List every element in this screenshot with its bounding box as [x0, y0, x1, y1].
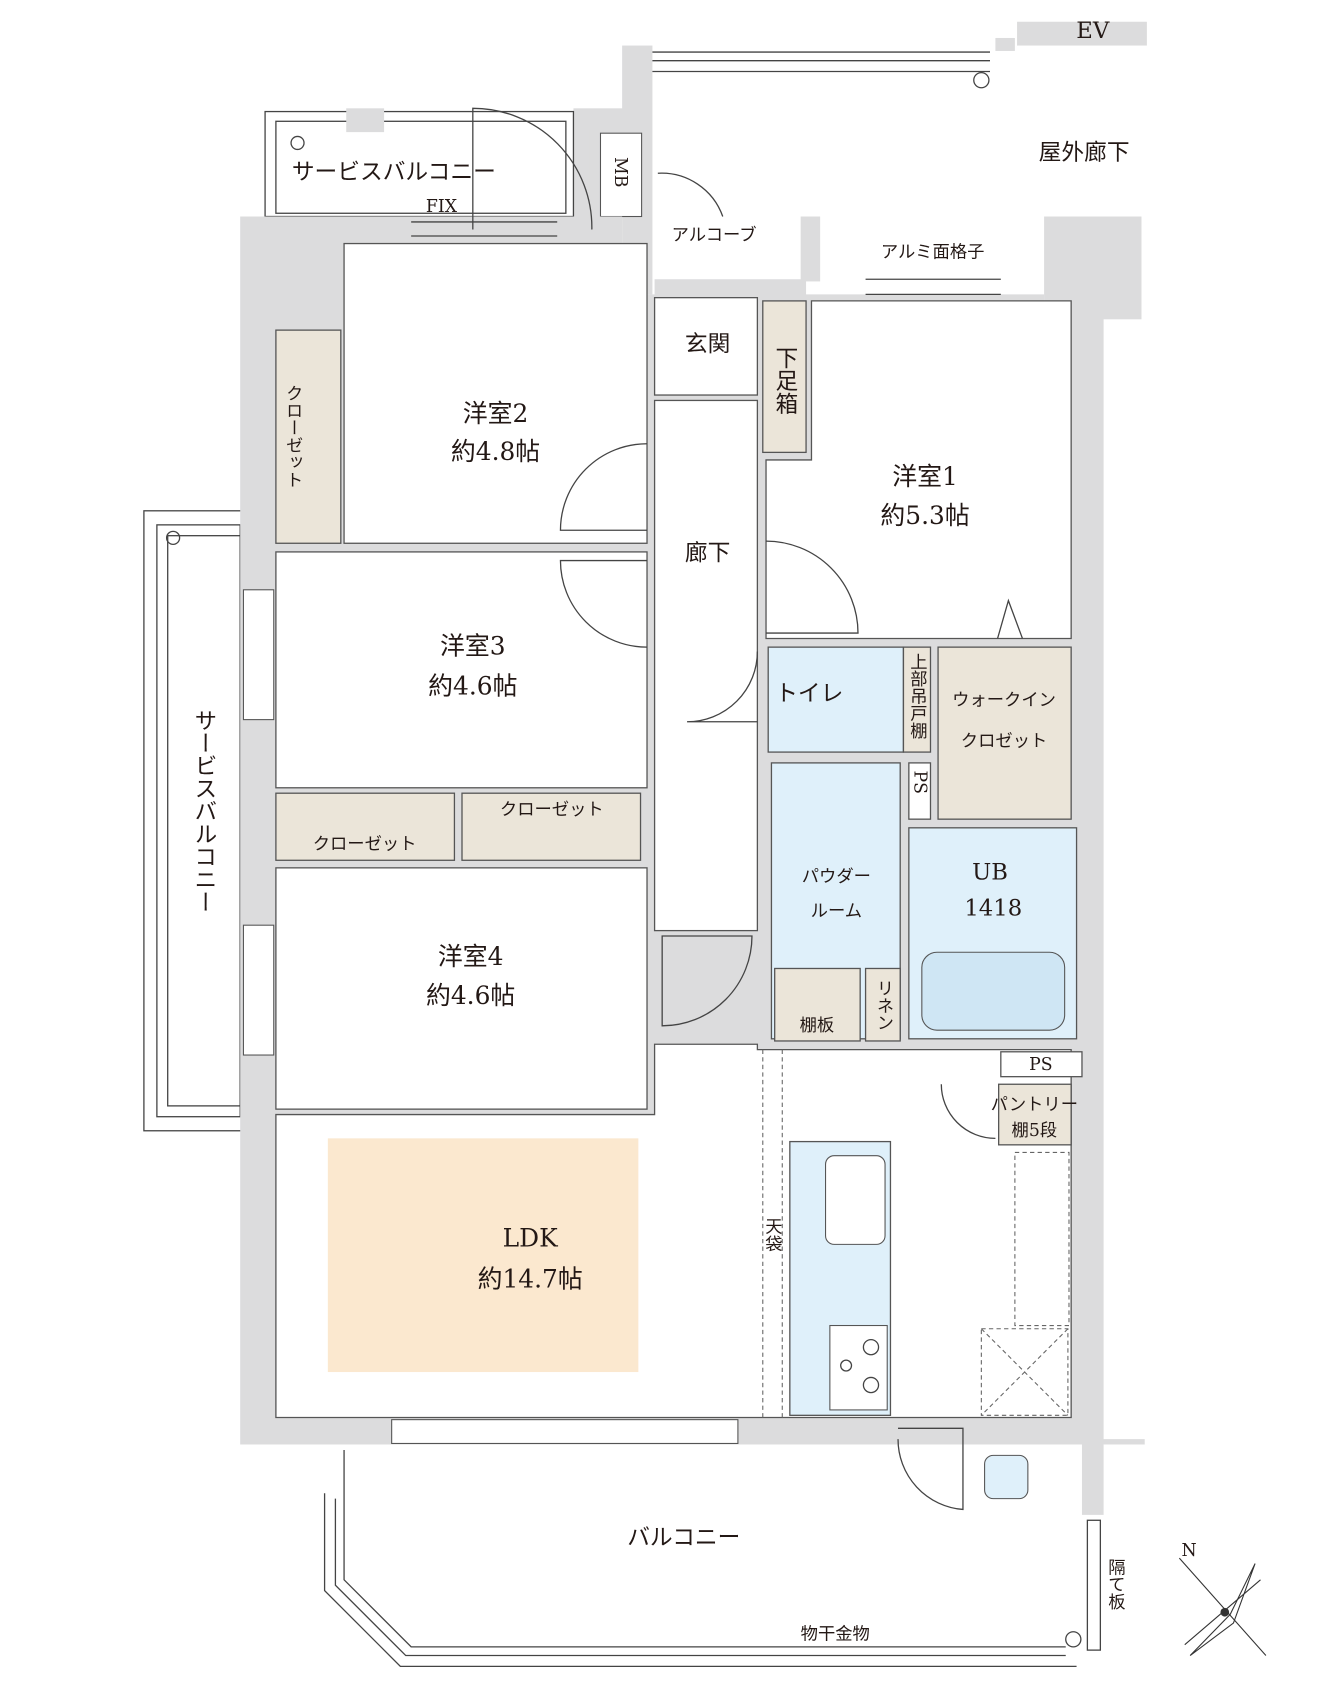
- ps-shaft-1: [908, 762, 932, 820]
- fix-window-label: FIX: [426, 197, 458, 217]
- room-1-name: 洋室1: [892, 462, 958, 491]
- stove-icon: [829, 1324, 888, 1411]
- storage-box-icon: [980, 1328, 1069, 1416]
- compass-icon: [1178, 1557, 1267, 1656]
- closet-room-4[interactable]: [461, 792, 642, 861]
- room-2[interactable]: [343, 242, 648, 544]
- ps-2-label: PS: [1029, 1055, 1052, 1075]
- upper-cabinet[interactable]: [902, 646, 932, 753]
- linen-label: リネン: [873, 979, 893, 1031]
- room-1-size: 約5.3帖: [880, 501, 969, 530]
- drying-rack-label: 物干金物: [801, 1624, 870, 1644]
- windows: [242, 221, 1001, 1445]
- room-4-size: 約4.6帖: [426, 981, 515, 1010]
- entrance[interactable]: [653, 297, 759, 396]
- mb-label: MB: [610, 157, 630, 187]
- toilet-label: トイレ: [775, 681, 843, 707]
- room-1[interactable]: [765, 300, 1072, 640]
- bathtub: [921, 951, 1066, 1031]
- room-2-name: 洋室2: [463, 399, 529, 428]
- closet-a-label: クローゼット: [500, 800, 604, 820]
- pantry-label-1: パントリー: [991, 1095, 1078, 1115]
- shelf-label: 棚板: [800, 1016, 835, 1036]
- compass-north-label: N: [1182, 1541, 1197, 1561]
- closet-room-2[interactable]: [275, 329, 342, 544]
- room-4[interactable]: [275, 867, 648, 1110]
- shelf: [774, 967, 861, 1042]
- closet-b-label: クローゼット: [313, 834, 417, 854]
- outdoor-corridor-label: 屋外廊下: [1039, 140, 1130, 166]
- balcony: [323, 1449, 1102, 1667]
- shoe-box-label: 下足箱: [771, 346, 797, 414]
- ps-shaft-2: [1000, 1051, 1083, 1078]
- ub-label: UB: [972, 860, 1008, 886]
- toilet[interactable]: [767, 646, 905, 753]
- room-4-name: 洋室4: [438, 942, 504, 971]
- ev-label: EV: [1076, 18, 1110, 44]
- room-3-name: 洋室3: [440, 632, 506, 661]
- lattice-label: アルミ面格子: [881, 243, 985, 263]
- ub-size-label: 1418: [964, 895, 1022, 921]
- ldk-size: 約14.7帖: [478, 1265, 583, 1294]
- ps-1-label: PS: [910, 770, 930, 793]
- service-balcony-top: [264, 108, 650, 218]
- ceiling-storage-label: 天袋: [761, 1217, 782, 1252]
- service-balcony-top-label: サービスバルコニー: [292, 160, 496, 186]
- door-swings: [472, 107, 1024, 1511]
- pantry-label-2: 棚5段: [1012, 1121, 1058, 1141]
- closet-room-2-label: クローゼット: [282, 384, 302, 488]
- ldk-name: LDK: [503, 1224, 558, 1253]
- shoe-box[interactable]: [762, 300, 807, 454]
- room-2-size: 約4.8帖: [451, 437, 540, 466]
- sink-icon: [825, 1155, 886, 1245]
- hallway[interactable]: [653, 399, 759, 932]
- balcony-label: バルコニー: [627, 1525, 740, 1551]
- walk-in-label-1: ウォークイン: [952, 691, 1056, 711]
- powder-label-1: パウダー: [802, 867, 871, 887]
- outdoor-corridor: [622, 21, 1147, 320]
- linen-closet[interactable]: [864, 967, 901, 1042]
- walk-in-closet[interactable]: [937, 646, 1072, 820]
- partition-label: 隔て板: [1104, 1558, 1125, 1610]
- pantry[interactable]: [998, 1083, 1072, 1146]
- upper-cabinet-label: 上部吊戸棚: [906, 653, 927, 740]
- walk-in-label-2: クロゼット: [961, 732, 1047, 752]
- service-balcony-left-label: サービスバルコニー: [190, 709, 216, 913]
- closet-room-3[interactable]: [275, 792, 456, 861]
- alcove-label: アルコーブ: [672, 224, 757, 245]
- hallway-label: 廊下: [685, 541, 730, 567]
- ldk-highlight: [327, 1138, 639, 1373]
- entrance-label: 玄関: [685, 332, 730, 358]
- room-3-size: 約4.6帖: [428, 672, 517, 701]
- room-3[interactable]: [275, 551, 648, 789]
- powder-label-2: ルーム: [811, 902, 862, 922]
- refrigerator-space: [1014, 1151, 1070, 1327]
